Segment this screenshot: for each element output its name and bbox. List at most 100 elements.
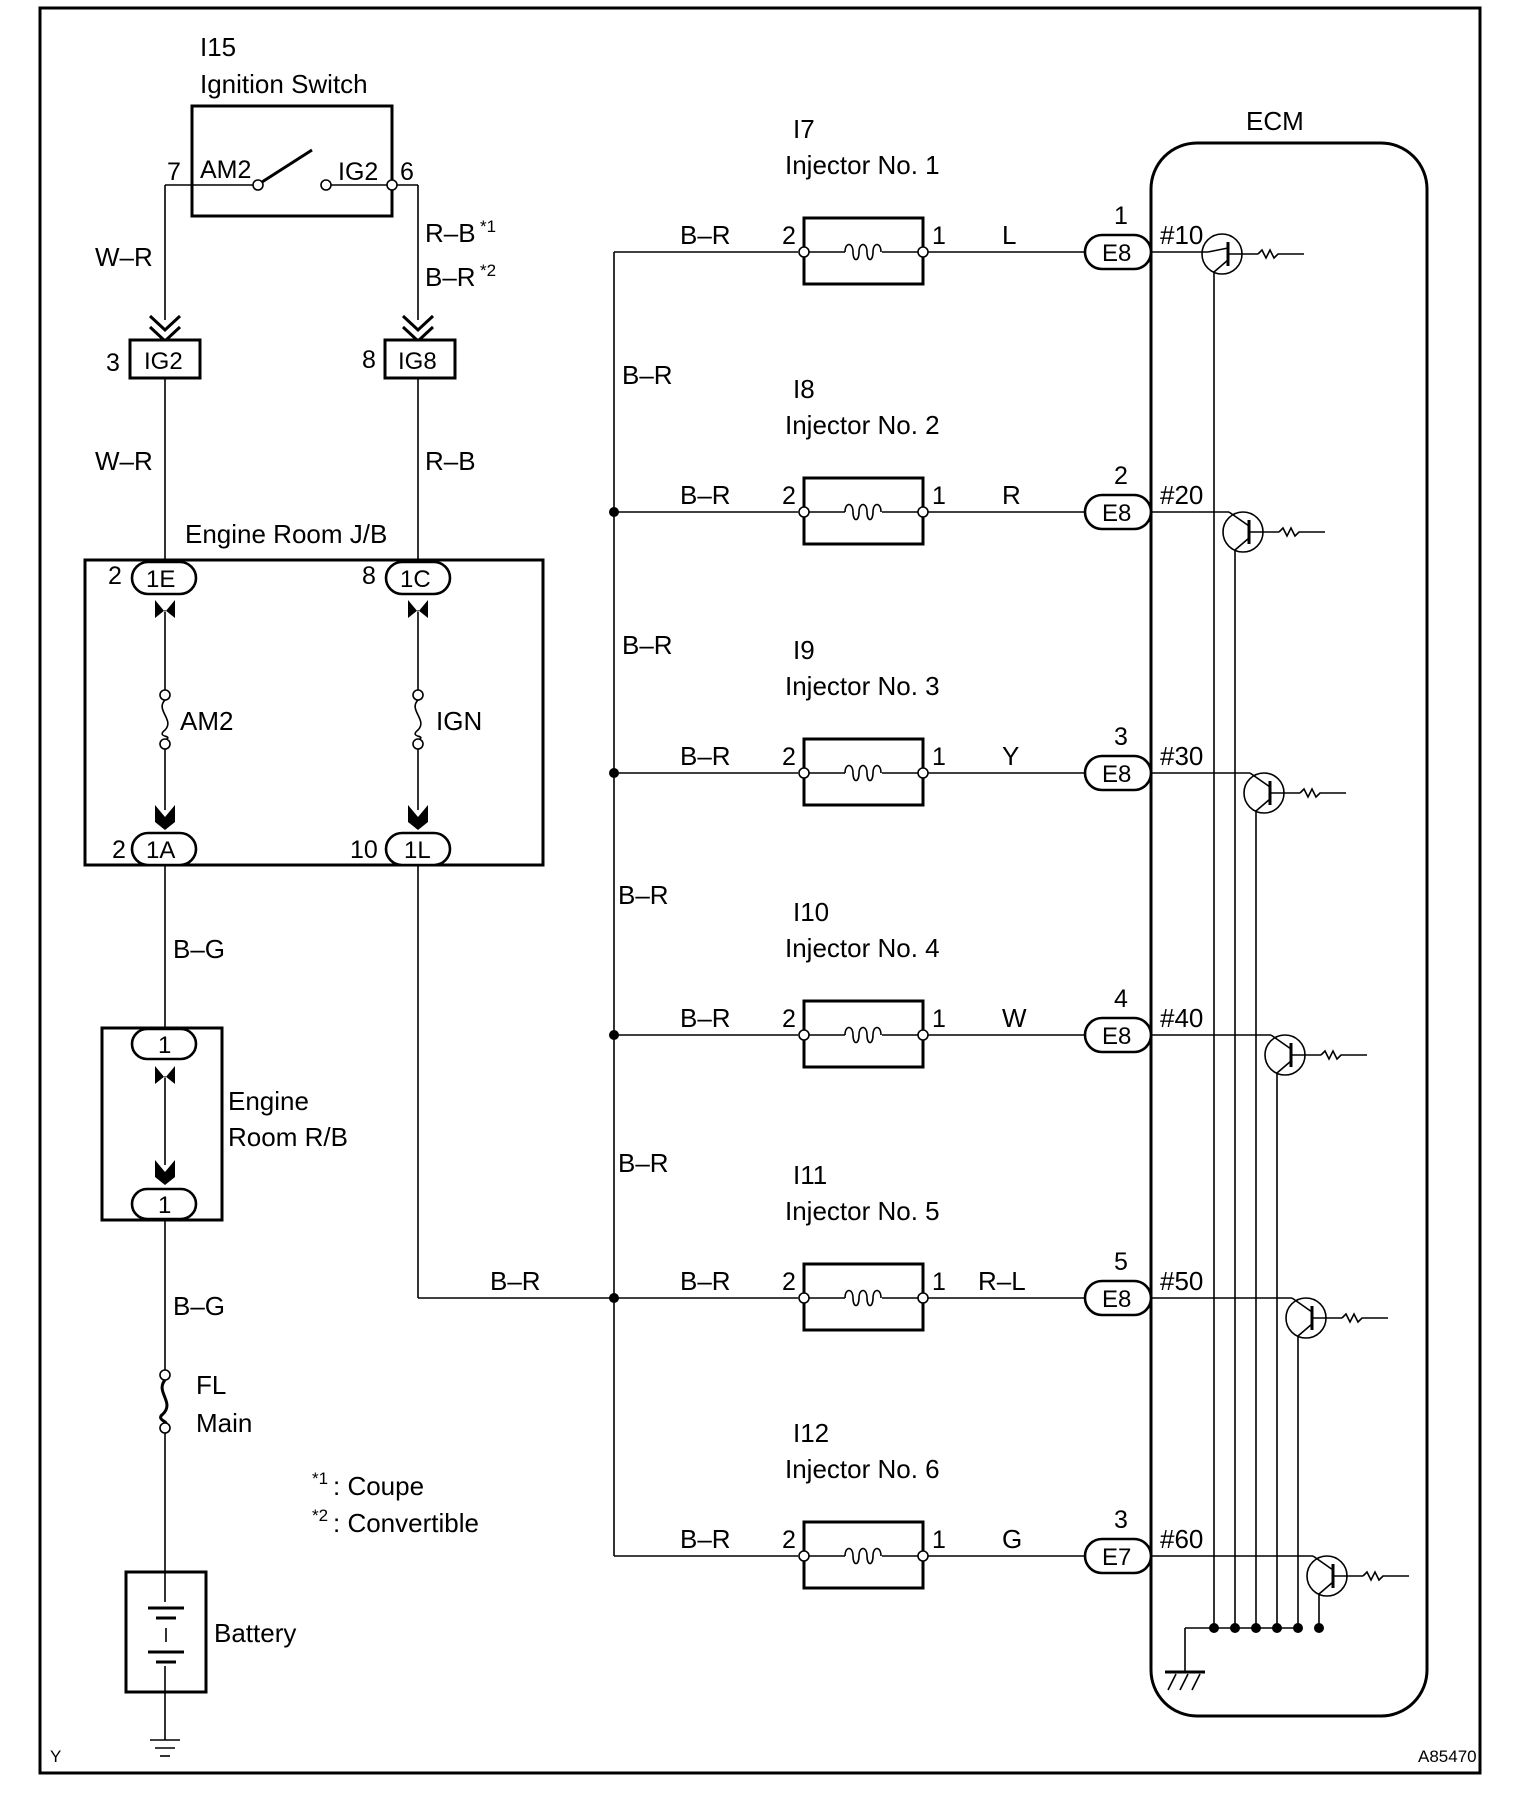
diagram-frame: [38, 6, 1482, 1775]
injector-code: I7: [793, 114, 815, 144]
ecm-terminal: #20: [1160, 480, 1203, 510]
injector-name: Injector No. 3: [785, 671, 940, 701]
engine-room-rb: 1 1 Engine Room R/B: [100, 1026, 348, 1222]
wire-label-rb-mid: R–B: [425, 446, 476, 476]
fusible-link-icon: [159, 1379, 169, 1426]
ignition-switch-am2: AM2: [200, 156, 251, 184]
jb-pin-1l: 10: [350, 836, 378, 864]
injector-signal-wire: W: [1002, 1003, 1027, 1033]
injector-body: [802, 737, 925, 807]
ecm: ECM: [1149, 106, 1429, 1718]
switch-contact-ig2: [320, 179, 332, 191]
injector-feed-wire: B–R: [680, 1524, 731, 1554]
ignition-switch-code: I15: [200, 32, 236, 62]
resistor-icon: [1299, 787, 1346, 799]
solenoid-coil-icon: [844, 764, 882, 782]
injector-pin-out: 1: [932, 1268, 946, 1296]
ecm-connector-label: E8: [1102, 761, 1131, 788]
bus-junction-dot: [609, 507, 619, 517]
ecm-terminal: #60: [1160, 1524, 1203, 1554]
ignition-switch-pin-right: 6: [400, 158, 414, 186]
fuse-am2-icon: [161, 699, 169, 741]
injector-name: Injector No. 2: [785, 410, 940, 440]
injector-feed-wire: B–R: [680, 1266, 731, 1296]
jb-label-1a: 1A: [146, 837, 175, 864]
resistor-icon: [1278, 526, 1325, 538]
ecm-connector-label: E8: [1102, 240, 1131, 267]
ignition-switch: I15 Ignition Switch 7 AM2 IG2 6: [165, 32, 418, 218]
injector-pin-in: 2: [782, 1526, 796, 1554]
injector-signal-wire: R: [1002, 480, 1021, 510]
jb-label-1e: 1E: [146, 566, 175, 593]
solenoid-coil-icon: [844, 243, 882, 261]
injector-code: I9: [793, 635, 815, 665]
ecm-pin-number: 3: [1114, 1506, 1128, 1534]
injector-pin-out: 1: [932, 482, 946, 510]
jb-connector-1e: [130, 560, 198, 596]
injector-code: I10: [793, 897, 829, 927]
ecm-pin-number: 1: [1114, 202, 1128, 230]
injector-signal-wire: R–L: [978, 1266, 1026, 1296]
ecm-body: [1149, 141, 1429, 1718]
injector-body: [802, 1520, 925, 1590]
injector-pin-in: 2: [782, 743, 796, 771]
injector-feed-wire: B–R: [680, 480, 731, 510]
ignition-switch-ig2: IG2: [338, 158, 378, 186]
injector-name: Injector No. 4: [785, 933, 940, 963]
injector-name: Injector No. 5: [785, 1196, 940, 1226]
switch-contact-am2: [252, 179, 264, 191]
connector-ig2-pin: 3: [106, 349, 120, 377]
jb-pin-1a: 2: [112, 836, 126, 864]
note-1-text: : Coupe: [333, 1471, 424, 1501]
connector-ig8: [383, 338, 457, 380]
injector-pin-in: 2: [782, 1268, 796, 1296]
ground-icon-battery: [150, 1739, 180, 1757]
ecm-terminal: #40: [1160, 1003, 1203, 1033]
ecm-connector-label: E8: [1102, 1023, 1131, 1050]
bus-junction-dot: [609, 1030, 619, 1040]
rb-pin-bottom: 1: [158, 1192, 171, 1219]
injector-body: [802, 1262, 925, 1332]
ecm-terminal: #30: [1160, 741, 1203, 771]
note-2-text: : Convertible: [333, 1508, 479, 1538]
injector-body: [802, 476, 925, 546]
ground-icon-ecm: [1167, 1673, 1201, 1691]
injector-pin-out: 1: [932, 1526, 946, 1554]
ecm-connector: [1083, 493, 1153, 531]
injector-signal-wire: Y: [1002, 741, 1019, 771]
fusible-link-line2: Main: [196, 1408, 252, 1438]
fuse-ign-icon: [414, 699, 422, 741]
injector-body: [802, 216, 925, 286]
injector-feed-wire: B–R: [680, 1003, 731, 1033]
connector-ig2: [128, 338, 202, 380]
ecm-connector-label: E7: [1102, 1544, 1131, 1571]
wire-label-br-top: B–R: [425, 262, 476, 292]
resistor-icon: [1257, 248, 1304, 260]
jb-connector-1c: [384, 560, 452, 596]
ecm-pin-number: 5: [1114, 1248, 1128, 1276]
injector-code: I11: [793, 1160, 827, 1190]
connector-ig2-label: IG2: [144, 348, 183, 375]
note-1-sup: *1: [312, 1469, 328, 1488]
jb-label-1c: 1C: [400, 566, 431, 593]
injector-pin-in: 2: [782, 482, 796, 510]
resistor-icon: [1320, 1049, 1367, 1061]
resistor-icon: [1341, 1312, 1388, 1324]
ecm-connector: [1083, 1537, 1153, 1575]
injector-signal-wire: G: [1002, 1524, 1022, 1554]
wire-label-bg-lower: B–G: [173, 1291, 225, 1321]
ecm-connector: [1083, 1279, 1153, 1317]
ecm-terminal: #10: [1160, 220, 1203, 250]
injector-signal-wire: L: [1002, 220, 1016, 250]
bus-label-4: B–R: [618, 1148, 669, 1178]
injector-pin-in: 2: [782, 1005, 796, 1033]
wire-label-br-bottom: B–R: [490, 1266, 541, 1296]
injector-name: Injector No. 6: [785, 1454, 940, 1484]
injector-pin-in: 2: [782, 222, 796, 250]
corner-label-right: A85470: [1418, 1747, 1477, 1766]
